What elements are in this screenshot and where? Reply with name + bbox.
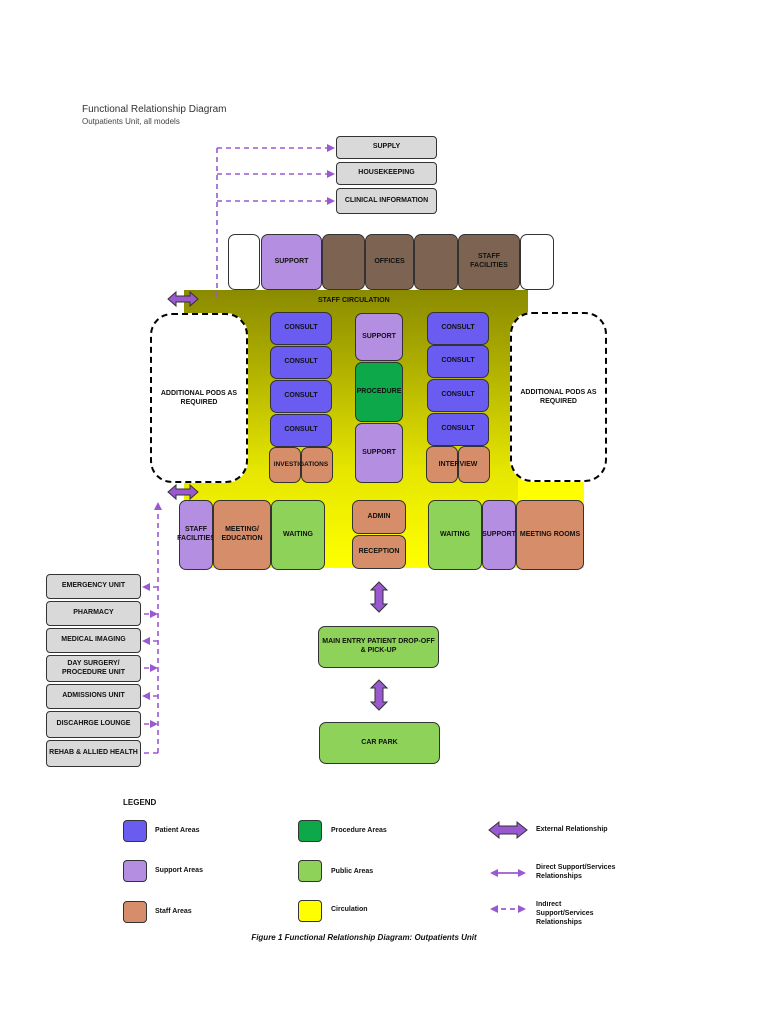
legend-title: LEGEND (123, 798, 157, 807)
waiting-right-box: WAITING (428, 500, 482, 570)
legend-procedure-swatch (298, 820, 322, 842)
legend-direct-arrow-tail (490, 869, 498, 877)
consult-left-1: CONSULT (270, 312, 332, 345)
admin-box: ADMIN (352, 500, 406, 534)
additional-pods-right: ADDITIONAL PODS AS REQUIRED (510, 312, 607, 482)
consult-right-1: CONSULT (427, 312, 489, 345)
consult-right-2: CONSULT (427, 345, 489, 378)
clinical-information-box: CLINICAL INFORMATION (336, 188, 437, 214)
legend-external-label: External Relationship (536, 826, 608, 833)
legend-public-label: Public Areas (331, 868, 374, 875)
top-empty-left (228, 234, 260, 290)
consult-right-4: CONSULT (427, 413, 489, 446)
meeting-rooms-box: MEETING ROOMS (516, 500, 584, 570)
car-park-box: CAR PARK (319, 722, 440, 764)
legend-staff-label: Staff Areas (155, 908, 192, 915)
external-unit-pharmacy: PHARMACY (46, 601, 141, 626)
legend-patient-swatch (123, 820, 147, 842)
staff-circulation-label: STAFF CIRCULATION (318, 297, 390, 304)
consult-left-2: CONSULT (270, 346, 332, 379)
top-support-box: SUPPORT (261, 234, 322, 290)
external-relationship-arrows (167, 290, 389, 711)
external-unit-day-surgery: DAY SURGERY/ PROCEDURE UNIT (46, 655, 141, 682)
bottom-staff-facilities: STAFF FACILITIES (177, 500, 215, 570)
interview-box-2 (458, 446, 490, 483)
figure-caption: Figure 1 Functional Relationship Diagram… (251, 933, 477, 942)
interview-box-1 (426, 446, 458, 483)
middle-support-top: SUPPORT (355, 313, 403, 361)
supply-box: SUPPLY (336, 136, 437, 159)
legend-circulation-swatch (298, 900, 322, 922)
offices-box: OFFICES (365, 234, 414, 290)
meeting-education-box: MEETING/ EDUCATION (213, 500, 271, 570)
main-entry-box: MAIN ENTRY PATIENT DROP-OFF & PICK-UP (318, 626, 439, 668)
external-units-connectors (142, 502, 162, 754)
housekeeping-box: HOUSEKEEPING (336, 162, 437, 185)
legend-patient-label: Patient Areas (155, 827, 200, 834)
top-services-connectors (216, 144, 335, 298)
legend-support-swatch (123, 860, 147, 882)
legend-staff-swatch (123, 901, 147, 923)
interview-label: INTERVIEW (438, 461, 478, 468)
diagram-title: Functional Relationship Diagram (82, 104, 227, 115)
legend-indirect-arrow-tail (490, 905, 498, 913)
legend-circulation-label: Circulation (331, 906, 368, 913)
bottom-support-box: SUPPORT (482, 500, 516, 570)
external-unit-medical-imaging: MEDICAL IMAGING (46, 628, 141, 653)
legend-public-swatch (298, 860, 322, 882)
waiting-left-box: WAITING (271, 500, 325, 570)
investigations-label: INVESTIGATIONS (273, 461, 329, 468)
external-unit-admissions: ADMISSIONS UNIT (46, 684, 141, 709)
entry-carpark-arrow (369, 679, 389, 711)
consult-right-3: CONSULT (427, 379, 489, 412)
external-unit-rehab: REHAB & ALLIED HEALTH (46, 740, 141, 767)
legend-support-label: Support Areas (155, 867, 203, 874)
reception-box: RECEPTION (352, 535, 406, 569)
legend-procedure-label: Procedure Areas (331, 827, 387, 834)
diagram-subtitle: Outpatients Unit, all models (82, 117, 180, 126)
consult-left-4: CONSULT (270, 414, 332, 447)
reception-entry-arrow (369, 581, 389, 613)
top-empty-right (520, 234, 554, 290)
consult-left-3: CONSULT (270, 380, 332, 413)
top-office-box-1 (322, 234, 365, 290)
external-unit-emergency: EMERGENCY UNIT (46, 574, 141, 599)
external-unit-discharge-lounge: DISCAHRGE LOUNGE (46, 711, 141, 738)
legend-direct-label: Direct Support/Services Relationships (536, 864, 616, 880)
top-office-box-2 (414, 234, 458, 290)
legend-external-arrow (488, 820, 528, 840)
investigations-box-2 (301, 447, 333, 483)
pods-arrow-top (167, 290, 199, 308)
additional-pods-left: ADDITIONAL PODS AS REQUIRED (150, 313, 248, 483)
top-staff-facilities-box: STAFF FACILITIES (458, 234, 520, 290)
legend-arrow-glyphs (488, 820, 528, 913)
middle-support-bottom: SUPPORT (355, 423, 403, 483)
legend-indirect-label: Indirect Support/Services Relationships (536, 901, 594, 926)
investigations-box-1 (269, 447, 301, 483)
procedure-box: PROCEDURE (355, 362, 403, 422)
pods-arrow-bottom (167, 483, 199, 501)
